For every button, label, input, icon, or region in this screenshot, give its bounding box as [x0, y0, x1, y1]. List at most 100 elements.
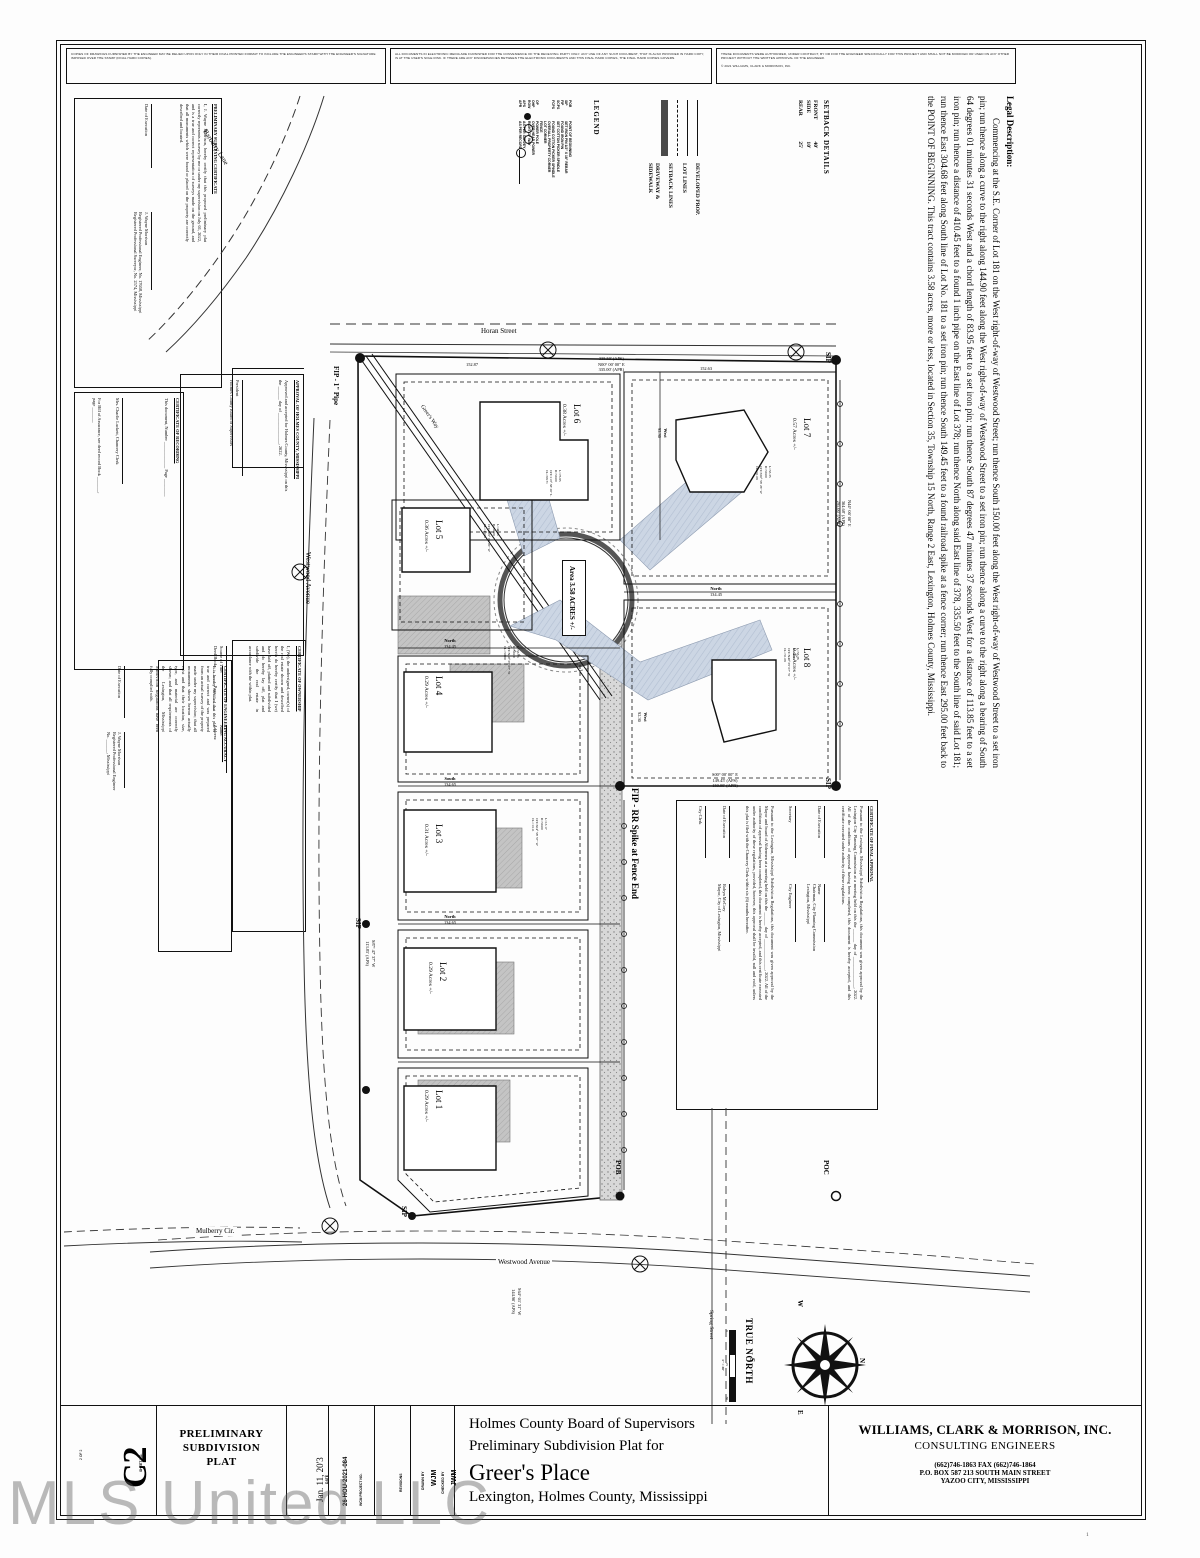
sheet-title-1: PRELIMINARY — [179, 1428, 264, 1440]
scale-label: 1" = 30' — [720, 1359, 725, 1371]
cert-signature-line: J. Wayne Morrison — [117, 732, 123, 766]
cert-preliminary-surveying: PRELIMINARY SURVEYING CERTIFICATE I, J. … — [132, 104, 218, 382]
cert-signature-line: Chairman, City Planning Commission — [812, 884, 817, 952]
dist-aps: 113.85' (APS) — [365, 941, 371, 967]
cert-body-2: Pursuant to the Lexington, Mississippi S… — [745, 806, 776, 1000]
legend-line-label: DRIVEWAY & SIDEWALK — [646, 163, 661, 200]
cert-title: CERTIFICATE OF FINAL APPROVAL — [869, 806, 874, 883]
lot-label-4: Lot 4 0.29 Acres +/- — [421, 676, 444, 708]
cert-signature-line: Mrs. Charlie Luckett, Chancery Clerk — [114, 398, 120, 465]
north-arrow-title: TRUE NORTH — [744, 1318, 754, 1384]
legend-desc: SET COTTON PICKER SPINDLE — [555, 121, 560, 173]
legend-item: POB POINT OF BEGINNING — [568, 100, 572, 178]
street-label-horan: Horan Street — [478, 327, 520, 337]
bearing-west-1: S87° 47' 37" W 113.85' (APS) — [365, 940, 377, 968]
legend-abbr — [539, 100, 543, 118]
firm-name: WILLIAMS, CLARK & MORRISON, INC. — [858, 1422, 1112, 1437]
monument-label-fip-rr-spike: FIP - RR Spike at Fence End — [630, 788, 640, 900]
dist-aps: 144.90' (APS) — [511, 1289, 517, 1315]
setback-details-title: SETBACK DETAILS — [822, 100, 830, 175]
curve-callout-4: L=44.26 R=50.00 CH=S09° 01' 20" W CL=43.… — [482, 524, 500, 552]
title-cell-revisions: REVISIONS — [375, 1406, 411, 1515]
title-block: 2 OF 2 C2 SHEET NO. PRELIMINARY SUBDIVIS… — [60, 1405, 1142, 1516]
lot-label-2: Lot 2 0.29 Acres +/- — [425, 962, 448, 994]
lot-area: 0.29 Acres +/- — [422, 676, 429, 708]
legend-line-styles: DEVELOPED PROP. LOT LINES SETBACK LINES … — [646, 100, 700, 223]
legend-glyph-lotcorner-icon — [524, 135, 533, 144]
legend-desc: FOUND IRON PIN — [559, 121, 564, 150]
scale-tick: 30 — [725, 1396, 729, 1400]
firm-subtitle: CONSULTING ENGINEERS — [914, 1440, 1056, 1452]
lot-area: 0.36 Acres +/- — [422, 520, 429, 552]
cert-body: It is hereby certified that this plat is… — [148, 666, 218, 732]
legend-item: OVERALL PROPERTY CORNER — [547, 100, 551, 178]
bearing-text: S87° 47' 37" W — [371, 940, 376, 968]
monument-label-poc: POC — [822, 1160, 830, 1175]
title-cell-project: Holmes County Board of Supervisors Preli… — [455, 1406, 829, 1515]
legend-abbr: OHP — [530, 100, 535, 108]
dist-aps: 149.45' (APS) — [712, 777, 738, 783]
street-label-mulberry: Mulberry Cir. — [194, 1227, 237, 1237]
legal-description-block: Legal Description: Commencing at the S.E… — [923, 96, 1015, 786]
legend-glyph-fcps-icon — [524, 113, 531, 120]
cert-field-label: Date of Execution — [817, 806, 823, 838]
cert-field-label: Date of Execution — [722, 806, 728, 838]
legend-abbr — [547, 100, 551, 118]
cert-footnote: For Bill of Assurance, see deed record B… — [91, 398, 103, 494]
curve-callout-5: L=53.36 R=50.00 CH=N40° 05' 07" W CL=50.… — [502, 646, 520, 675]
bearing-west-2: S64° 01' 31" W 144.90' (APS) — [511, 1288, 523, 1316]
setback-details-block: SETBACK DETAILS FRONT 40' SIDE 10' REAR … — [796, 100, 830, 174]
cert-signature-line: Registered Professional Surveyor, No. 25… — [132, 212, 138, 312]
legend-glyph-powerpole-icon — [516, 148, 526, 158]
setback-row: FRONT 40' — [811, 100, 818, 174]
sheet-border-outer — [56, 40, 1146, 1520]
lot-name: Lot 4 — [434, 676, 444, 696]
legend-abbr: SCPS — [555, 100, 560, 110]
curve-callout-3: L=53.36 R=50.00 CH=N40° 05' 07" W CL=51.… — [782, 648, 800, 677]
curve-callout-6: L=13.17 R=50.00 CH=S04° 58' 57" W CL=13.… — [530, 818, 548, 846]
disclaimer-middle: ALL DOCUMENTS IN ELECTRONIC MEDIA ARE FU… — [390, 48, 712, 84]
area-callout-text: Area 3.58 ACRES +/- — [568, 566, 576, 630]
lot-name: Lot 6 — [572, 404, 582, 424]
scale-tick: 0 — [725, 1330, 729, 1332]
sheet-title-2: SUBDIVISION — [182, 1441, 261, 1454]
title-cell-sheet-title: PRELIMINARY SUBDIVISION PLAT — [157, 1406, 287, 1515]
cert-body-1: Pursuant to the Lexington, Mississippi S… — [840, 806, 865, 1000]
cert-body: This document, Number ____________ Page … — [164, 398, 170, 497]
lot-area: 0.38 Acres +/- — [560, 404, 567, 436]
lot-name: Lot 8 — [802, 648, 812, 668]
lot-name: Lot 2 — [438, 962, 448, 982]
setback-label: SIDE — [804, 100, 811, 114]
cert-certificate-of-engineering-accuracy: CERTIFICATE OF ENGINEERING ACCURACY It i… — [106, 666, 228, 950]
setback-row: SIDE 10' — [803, 100, 811, 174]
legal-description-heading: Legal Description: — [1005, 96, 1015, 168]
cert-body: I, (We), the undersigned, owner(s) of th… — [248, 646, 292, 712]
legend-abbr: SIP — [563, 100, 568, 106]
project-name: Greer's Place — [469, 1459, 590, 1485]
lot-name: Lot 1 — [434, 1090, 444, 1110]
cert-certificate-of-recording: CERTIFICATE OF RECORDING This document, … — [91, 398, 180, 664]
cert-title: CERTIFICATE OF ENGINEERING ACCURACY — [223, 666, 228, 763]
legend-abbr — [543, 100, 547, 118]
bearing-south: S00° 00' 00" E 149.45' (APS) 150.00' (AP… — [712, 772, 738, 789]
lot-name: Lot 3 — [434, 824, 444, 844]
lot-label-7: Lot 7 0.57 Acres +/- — [789, 418, 812, 450]
setback-value: 10' — [804, 141, 811, 149]
dist-apr: 295.00' (APR) — [836, 500, 841, 527]
bearing-text: N44° 00' 00" E — [847, 500, 852, 527]
cert-box-engineering-accuracy — [158, 660, 232, 952]
bearing-text: S64° 01' 31" W — [517, 1288, 522, 1316]
monument-label-sip-3: SIP — [354, 918, 362, 929]
setback-label: FRONT — [811, 100, 818, 120]
lot-area: 0.29 Acres +/- — [422, 1090, 429, 1122]
sheet-of-label: 2 OF 2 — [79, 1449, 83, 1460]
legend-swatch-hatch — [661, 100, 668, 156]
legend-abbr: FIP — [559, 100, 564, 106]
dist-aps: 335.50' (APS) — [598, 356, 624, 361]
setback-label: REAR — [797, 100, 804, 116]
legal-description-body: Commencing at the S.E. Corner of Lot 181… — [925, 96, 1001, 768]
legend-desc: POINT OF BEGINNING — [568, 121, 572, 158]
segment-dist-2: 152.63 — [700, 366, 713, 371]
